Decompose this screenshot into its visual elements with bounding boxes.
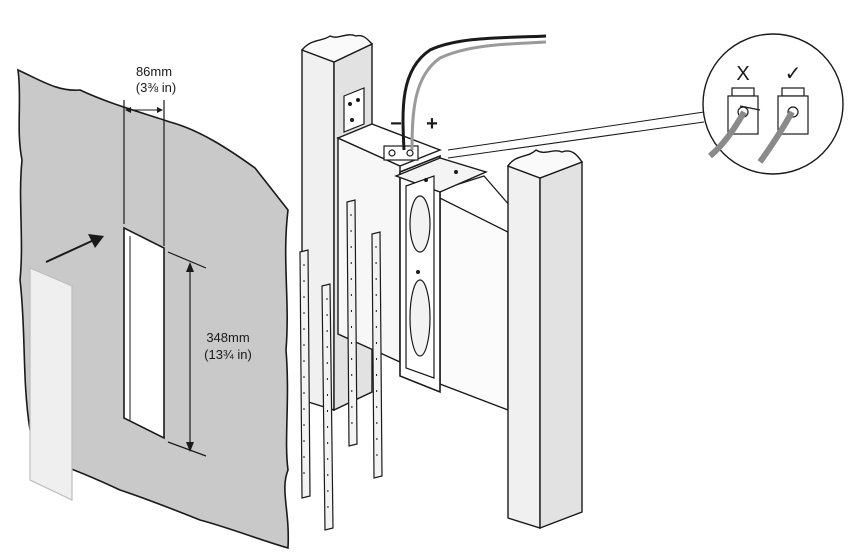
woofer-lower (409, 279, 431, 357)
wire-wrong (708, 110, 747, 159)
wire-positive (410, 40, 547, 151)
terminal-positive (406, 149, 414, 157)
height-dimension: 348mm (13¾ in) (167, 251, 260, 457)
speaker-wire (401, 34, 547, 151)
mounting-bracket (343, 87, 365, 133)
wire-negative (401, 34, 547, 151)
install-arrow (45, 239, 95, 263)
height-label-backdrop (198, 326, 260, 364)
height-arrow-bottom (186, 442, 194, 452)
mounting-rail-3 (346, 199, 358, 447)
width-value: 86mm (136, 64, 172, 79)
baffle-clamp-2 (454, 170, 458, 174)
speaker-baffle (394, 154, 489, 394)
removed-wall-piece (29, 267, 73, 501)
bracket-screw-1 (348, 102, 352, 106)
drywall-section (17, 68, 290, 550)
terminal-correct (757, 87, 809, 164)
terminal-negative (388, 149, 396, 157)
height-ext-bottom (167, 441, 207, 457)
width-dimension: 86mm (3⅜ in) (123, 64, 176, 246)
left-stud-top (300, 34, 374, 63)
enclosure-back (439, 196, 509, 412)
width-arrow-left (125, 107, 131, 113)
detail-circle (702, 33, 844, 175)
wire-correct (757, 110, 795, 164)
baffle-clamp-1 (424, 178, 428, 182)
right-stud (506, 149, 584, 530)
positive-mark: + (426, 113, 438, 135)
negative-mark: − (390, 113, 402, 135)
baffle-clamp-3 (416, 270, 420, 274)
height-imperial: (13¾ in) (204, 347, 252, 362)
callout-leader-lower (447, 121, 705, 159)
mounting-rails (299, 199, 383, 531)
height-ext-top (167, 251, 207, 269)
height-arrow-top (186, 262, 194, 272)
wiring-detail: X ✓ (447, 33, 844, 175)
install-arrow-head (88, 234, 104, 248)
mounting-rail-1 (299, 249, 311, 499)
bracket-screw-3 (350, 118, 354, 122)
wall-cutout (123, 226, 165, 440)
wrong-mark: X (736, 63, 749, 85)
width-imperial: (3⅜ in) (136, 80, 176, 95)
woofer-upper (409, 195, 431, 253)
mounting-rail-2 (321, 283, 334, 531)
width-arrow-right (157, 107, 163, 113)
right-stud-front (507, 164, 541, 529)
correct-mark: ✓ (785, 63, 802, 85)
right-stud-side (539, 160, 583, 530)
terminal-wrong (708, 87, 761, 159)
height-value: 348mm (206, 330, 249, 345)
mounting-rail-4 (371, 231, 383, 479)
callout-leader-upper (447, 111, 705, 151)
right-stud-top (506, 149, 584, 179)
bracket-screw-2 (356, 98, 360, 102)
